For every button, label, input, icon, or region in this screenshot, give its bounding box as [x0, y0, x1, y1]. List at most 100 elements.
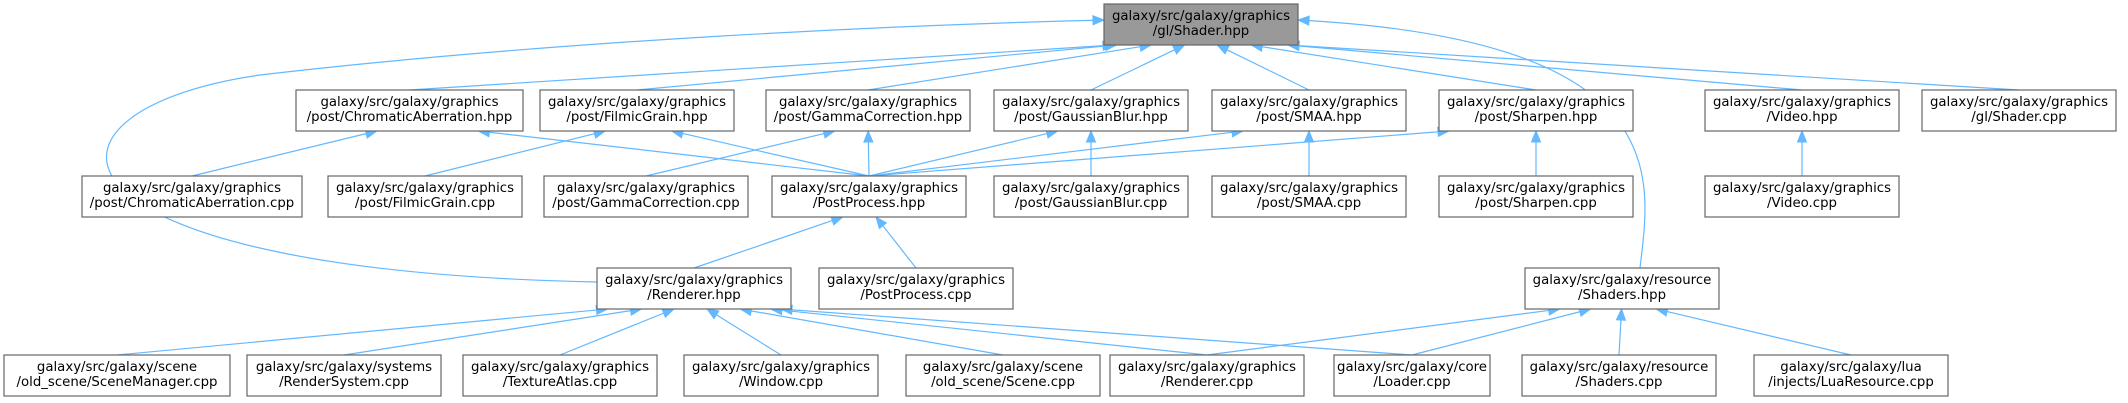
- node-box: [1524, 267, 1720, 310]
- node-shader-cpp[interactable]: galaxy/src/galaxy/graphics/gl/Shader.cpp: [1921, 89, 2117, 132]
- node-renderer-hpp[interactable]: galaxy/src/galaxy/graphics/Renderer.hpp: [596, 267, 792, 310]
- node-scene-cpp[interactable]: galaxy/src/galaxy/scene/old_scene/Scene.…: [905, 354, 1101, 397]
- edge-line: [636, 45, 1107, 91]
- edge-line: [1090, 48, 1176, 91]
- node-label-line: galaxy/src/galaxy/graphics: [1930, 95, 2108, 110]
- node-label-line: galaxy/src/galaxy/scene: [923, 360, 1083, 375]
- node-gamma-cpp[interactable]: galaxy/src/galaxy/graphics/post/GammaCor…: [543, 175, 749, 218]
- node-textureatlas-cpp[interactable]: galaxy/src/galaxy/graphics/TextureAtlas.…: [462, 354, 658, 397]
- node-loader-cpp[interactable]: galaxy/src/galaxy/core/Loader.cpp: [1333, 354, 1491, 397]
- node-label-line: galaxy/src/galaxy/graphics: [320, 95, 498, 110]
- arrowhead-icon: [1216, 44, 1230, 55]
- node-smaa-hpp[interactable]: galaxy/src/galaxy/graphics/post/SMAA.hpp: [1211, 89, 1407, 132]
- node-label-line: galaxy/src/galaxy/graphics: [1447, 181, 1625, 196]
- edge-line: [1618, 318, 1622, 356]
- node-label-line: galaxy/src/galaxy/graphics: [1118, 360, 1296, 375]
- edge-loader_cpp-to-shaders_hpp: [1411, 306, 1592, 356]
- node-box: [1333, 354, 1491, 397]
- node-label-line: /RenderSystem.cpp: [279, 375, 409, 390]
- node-smaa-cpp[interactable]: galaxy/src/galaxy/graphics/post/SMAA.cpp: [1211, 175, 1407, 218]
- edge-shader_cpp-to-shader_hpp: [1286, 40, 2020, 91]
- node-sharpen-cpp[interactable]: galaxy/src/galaxy/graphics/post/Sharpen.…: [1438, 175, 1634, 218]
- node-box: [771, 175, 967, 218]
- arrowhead-icon: [1085, 129, 1097, 143]
- node-box: [596, 267, 792, 310]
- edge-sharpen_cpp-to-sharpen_hpp: [1530, 129, 1542, 176]
- node-label-line: /post/ChromaticAberration.hpp: [307, 110, 513, 125]
- node-box: [3, 354, 231, 397]
- node-label-line: galaxy/src/galaxy/graphics: [557, 181, 735, 196]
- arrowhead-icon: [1796, 129, 1808, 143]
- arrowhead-icon: [1303, 129, 1315, 143]
- node-label-line: galaxy/src/galaxy/graphics: [692, 360, 870, 375]
- node-filmic-cpp[interactable]: galaxy/src/galaxy/graphics/post/FilmicGr…: [327, 175, 523, 218]
- node-postprocess-cpp[interactable]: galaxy/src/galaxy/graphics/PostProcess.c…: [818, 267, 1014, 310]
- node-filmic-hpp[interactable]: galaxy/src/galaxy/graphics/post/FilmicGr…: [539, 89, 735, 132]
- node-gamma-hpp[interactable]: galaxy/src/galaxy/graphics/post/GammaCor…: [765, 89, 971, 132]
- node-label-line: /PostProcess.hpp: [813, 196, 925, 211]
- node-label-line: /Shaders.hpp: [1578, 288, 1666, 303]
- edge-luaresource_cpp-to-shaders_hpp: [1655, 306, 1852, 356]
- node-label-line: /post/FilmicGrain.hpp: [566, 110, 707, 125]
- node-renderer-cpp[interactable]: galaxy/src/galaxy/graphics/Renderer.cpp: [1109, 354, 1305, 397]
- node-shaders-hpp[interactable]: galaxy/src/galaxy/resource/Shaders.hpp: [1524, 267, 1720, 310]
- node-rendersystem-cpp[interactable]: galaxy/src/galaxy/systems/RenderSystem.c…: [246, 354, 442, 397]
- node-box: [818, 267, 1014, 310]
- node-label-line: /post/SMAA.cpp: [1257, 196, 1361, 211]
- edge-postprocess_hpp-to-sharpen_hpp: [868, 126, 1451, 177]
- node-shaders-cpp[interactable]: galaxy/src/galaxy/resource/Shaders.cpp: [1521, 354, 1717, 397]
- node-label-line: galaxy/src/galaxy/graphics: [1112, 9, 1290, 24]
- node-label-line: galaxy/src/galaxy/graphics: [1002, 95, 1180, 110]
- node-label-line: /gl/Shader.cpp: [1971, 110, 2066, 125]
- node-label-line: galaxy/src/galaxy/graphics: [827, 273, 1005, 288]
- edge-postprocess_cpp-to-postprocess_hpp: [875, 215, 917, 269]
- edge-line: [1411, 310, 1581, 356]
- node-label-line: galaxy/src/galaxy/graphics: [471, 360, 649, 375]
- edge-window_cpp-to-renderer_hpp: [705, 308, 782, 356]
- arrowhead-icon: [1615, 307, 1627, 321]
- node-label-line: /Video.cpp: [1767, 196, 1837, 211]
- node-video-hpp[interactable]: galaxy/src/galaxy/graphics/Video.hpp: [1704, 89, 1900, 132]
- edge-filmic_cpp-to-filmic_hpp: [424, 128, 607, 177]
- edge-line: [867, 45, 1142, 91]
- node-label-line: /Window.cpp: [739, 375, 823, 390]
- node-window-cpp[interactable]: galaxy/src/galaxy/graphics/Window.cpp: [683, 354, 879, 397]
- node-label-line: /injects/LuaResource.cpp: [1768, 375, 1934, 390]
- node-label-line: galaxy/src/galaxy/core: [1337, 360, 1487, 375]
- edge-line: [1206, 309, 1550, 356]
- edge-line: [868, 131, 1440, 177]
- node-luaresource-cpp[interactable]: galaxy/src/galaxy/lua/injects/LuaResourc…: [1753, 354, 1949, 397]
- node-chromatic-hpp[interactable]: galaxy/src/galaxy/graphics/post/Chromati…: [295, 89, 524, 132]
- edge-loader_cpp-to-renderer_hpp: [779, 304, 1413, 356]
- node-box: [993, 175, 1189, 218]
- node-box: [1704, 89, 1900, 132]
- node-label-line: /post/GaussianBlur.hpp: [1014, 110, 1168, 125]
- node-sharpen-hpp[interactable]: galaxy/src/galaxy/graphics/post/Sharpen.…: [1438, 89, 1634, 132]
- node-gaussian-hpp[interactable]: galaxy/src/galaxy/graphics/post/Gaussian…: [993, 89, 1189, 132]
- node-box: [81, 175, 303, 218]
- node-scenemanager-cpp[interactable]: galaxy/src/galaxy/scene/old_scene/SceneM…: [3, 354, 231, 397]
- node-video-cpp[interactable]: galaxy/src/galaxy/graphics/Video.cpp: [1704, 175, 1900, 218]
- node-label-line: galaxy/src/galaxy/graphics: [779, 95, 957, 110]
- arrowhead-icon: [705, 308, 720, 320]
- node-label-line: /Loader.cpp: [1373, 375, 1450, 390]
- edge-line: [409, 45, 1105, 91]
- node-box: [1211, 175, 1407, 218]
- node-box: [462, 354, 658, 397]
- edge-line: [343, 309, 632, 356]
- edge-line: [790, 309, 1413, 356]
- edge-line: [116, 309, 598, 356]
- node-chromatic-cpp[interactable]: galaxy/src/galaxy/graphics/post/Chromati…: [81, 175, 303, 218]
- node-shader-hpp[interactable]: galaxy/src/galaxy/graphics/gl/Shader.hpp: [1103, 3, 1299, 46]
- node-label-line: /old_scene/SceneManager.cpp: [17, 375, 218, 390]
- node-label-line: /post/GammaCorrection.hpp: [774, 110, 963, 125]
- node-label-line: galaxy/src/galaxy/graphics: [548, 95, 726, 110]
- edge-line: [750, 310, 1004, 356]
- node-postprocess-hpp[interactable]: galaxy/src/galaxy/graphics/PostProcess.h…: [771, 175, 967, 218]
- arrowhead-icon: [1530, 129, 1542, 143]
- node-label-line: galaxy/src/galaxy/resource: [1530, 360, 1709, 375]
- node-label-line: /Renderer.hpp: [647, 288, 741, 303]
- node-label-line: /Renderer.cpp: [1161, 375, 1253, 390]
- node-gaussian-cpp[interactable]: galaxy/src/galaxy/graphics/post/Gaussian…: [993, 175, 1189, 218]
- node-label-line: galaxy/src/galaxy/graphics: [1713, 181, 1891, 196]
